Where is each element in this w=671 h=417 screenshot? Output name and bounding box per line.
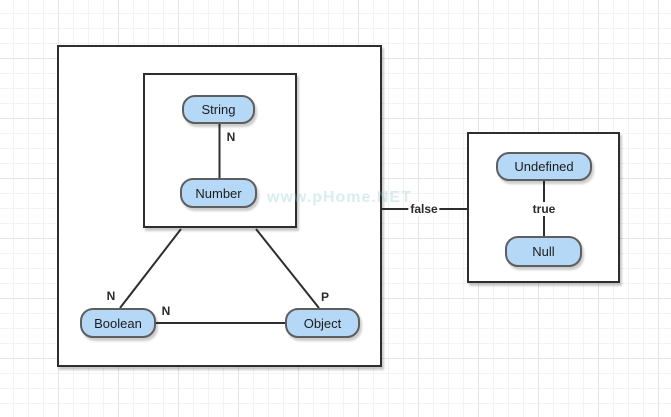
edge-label-container-boolean: N (106, 289, 116, 303)
edge-label-true: true (530, 202, 558, 216)
node-boolean[interactable]: Boolean (80, 308, 156, 338)
node-string-label: String (201, 102, 236, 117)
node-null-label: Null (532, 244, 555, 259)
edge-label-false: false (408, 202, 440, 216)
edge-container-boolean[interactable] (119, 228, 182, 309)
edge-label-boolean-object: N (161, 304, 171, 318)
node-number[interactable]: Number (180, 178, 257, 208)
node-boolean-label: Boolean (94, 315, 142, 331)
edge-label-string-number: N (226, 130, 236, 144)
node-null[interactable]: Null (505, 236, 582, 267)
node-object-label: Object (303, 315, 342, 331)
node-string[interactable]: String (182, 95, 255, 124)
node-object[interactable]: Object (285, 308, 360, 338)
edge-label-container-object: P (320, 290, 330, 304)
node-number-label: Number (195, 185, 242, 201)
node-undefined[interactable]: Undefined (496, 152, 592, 181)
edge-container-object[interactable] (255, 228, 320, 309)
node-undefined-label: Undefined (514, 159, 574, 174)
